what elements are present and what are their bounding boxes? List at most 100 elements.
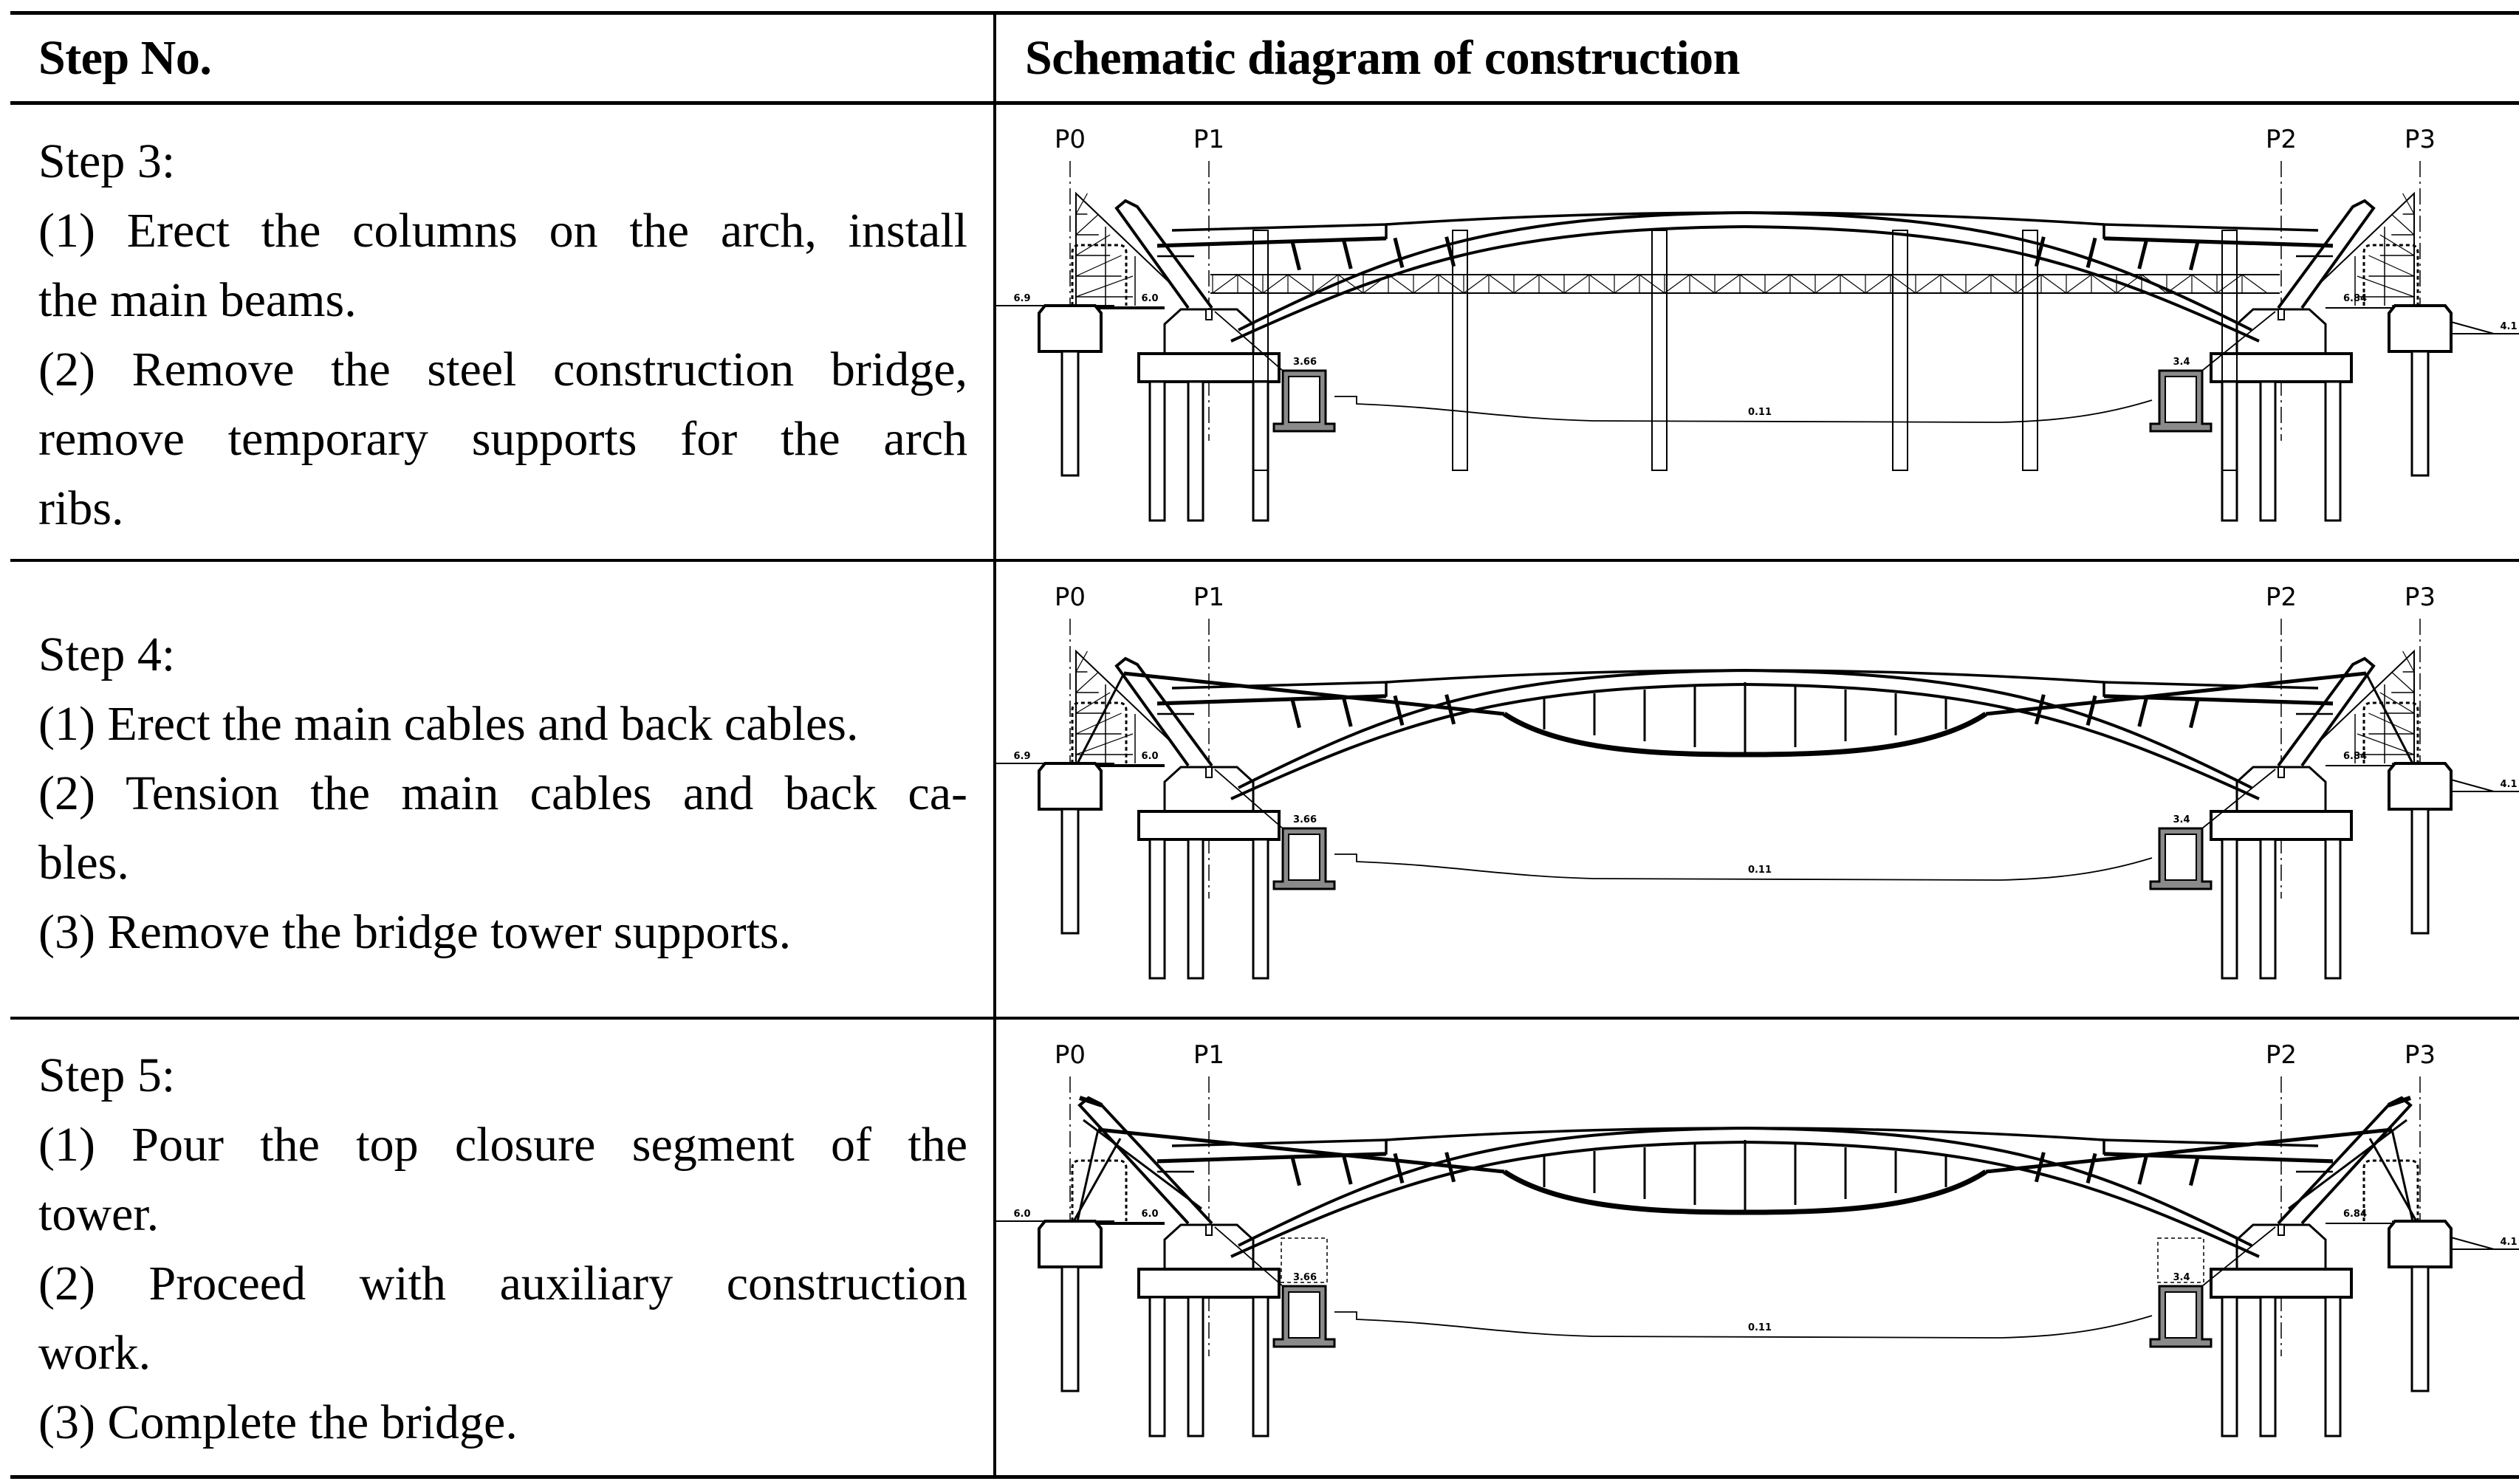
step-line: tower.: [38, 1187, 160, 1241]
side-span-beam-soffit: [1156, 238, 1387, 248]
side-span-beam-soffit: [2103, 238, 2334, 248]
arch-rib-lower: [1230, 224, 2260, 343]
elevation-label-left-platform: 6.0: [1141, 293, 1158, 304]
tie-line-right: [2201, 1226, 2276, 1287]
side-span-beam: [2102, 681, 2334, 704]
temporary-form-right: [2362, 244, 2419, 306]
scaffold-diagonal: [1075, 234, 1111, 256]
bored-pile: [2221, 838, 2238, 980]
bearing: [2278, 309, 2285, 320]
column-divider: [993, 13, 996, 1478]
trestle-diagonal: [1388, 274, 1414, 294]
bearing: [1205, 1224, 1213, 1236]
trestle-diagonal: [2191, 274, 2218, 294]
elevation-label-left-ground: 6.9: [1013, 293, 1030, 304]
main-deck: [1385, 669, 2105, 684]
trestle-diagonal: [1814, 274, 1841, 294]
back-cable: [1076, 673, 1125, 764]
spandrel-column: [1290, 697, 1301, 729]
trestle-diagonal: [2216, 274, 2243, 294]
header-step-no: Step No.: [38, 30, 212, 85]
elevation-label: 3.66: [1293, 814, 1317, 825]
temporary-form-left: [1071, 244, 1128, 306]
elevation-label: 3.66: [1293, 357, 1317, 368]
trestle-diagonal: [1865, 274, 1891, 294]
elevation-label-river: 0.11: [1748, 407, 1772, 418]
bored-pile: [2259, 380, 2277, 522]
stream-bed-line: [1334, 1311, 2153, 1339]
stream-bed-line: [1334, 853, 2153, 881]
side-span-beam: [2102, 223, 2334, 247]
culvert-opening: [1288, 1291, 1320, 1339]
trestle-diagonal: [1764, 274, 1791, 294]
spandrel-column: [1393, 1152, 1405, 1184]
main-cable-sag: [1503, 1169, 1987, 1215]
pile-cap: [2210, 1268, 2353, 1299]
culvert-opening: [2165, 1291, 2197, 1339]
trestle-diagonal: [1438, 274, 1464, 294]
side-span-beam: [1156, 223, 1388, 247]
bored-pile: [1148, 838, 1166, 980]
trestle-diagonal: [1237, 274, 1264, 294]
main-cable: [1123, 671, 1505, 716]
pier-label-p0: P0: [1055, 583, 1086, 612]
scaffold-diagonal: [2402, 650, 2415, 673]
trestle-diagonal: [2141, 274, 2167, 294]
step-5-description: Step 5: (1) Pour the top closure segment…: [38, 1041, 967, 1457]
abutment-cap: [1038, 762, 1103, 811]
tie-line-left: [1214, 311, 1284, 371]
step-title: Step 5:: [38, 1048, 176, 1102]
abutment-pile: [1060, 350, 1080, 477]
tie-line-right: [2201, 311, 2276, 371]
trestle-diagonal: [1212, 274, 1238, 294]
spandrel-column: [1290, 239, 1301, 271]
culvert-opening: [1288, 376, 1320, 423]
temporary-pier: [1651, 230, 1668, 471]
trestle-diagonal: [1413, 274, 1439, 294]
abutment-pile: [1060, 808, 1080, 935]
spandrel-column: [1341, 696, 1353, 727]
back-cable: [2365, 673, 2414, 764]
elevation-label-left-ground: 6.0: [1013, 1209, 1030, 1220]
scaffold-diagonal: [1075, 213, 1100, 236]
pier-label-p1: P1: [1193, 1040, 1224, 1070]
bored-pile: [2324, 1296, 2342, 1437]
bored-pile: [1187, 1296, 1204, 1437]
future-structure-outline: [1281, 1237, 1328, 1283]
temporary-form-left: [1071, 1159, 1128, 1221]
step-line: bles.: [38, 836, 129, 890]
trestle-diagonal: [1287, 274, 1314, 294]
spandrel-column: [2137, 1154, 2149, 1185]
spandrel-column: [2086, 1152, 2097, 1184]
trestle-diagonal: [1915, 274, 1941, 294]
tie-line-left: [1214, 769, 1284, 829]
culvert-opening: [2165, 376, 2197, 423]
trestle-diagonal: [2116, 274, 2142, 294]
side-span-beam: [2102, 1138, 2334, 1162]
header-schematic-diagram: Schematic diagram of construction: [1025, 30, 1740, 85]
inclined-tower: [1114, 199, 1213, 309]
trestle-diagonal: [1563, 274, 1590, 294]
elevation-label-right-ground: 4.1: [2500, 779, 2517, 790]
elevation-label-right-ground: 4.1: [2500, 1237, 2517, 1248]
arch-rib-upper: [1238, 1126, 2252, 1247]
pile-cap: [2210, 352, 2353, 383]
inclined-tower: [1114, 656, 1213, 767]
elevation-label-left-ground: 6.9: [1013, 751, 1030, 762]
tower-top-closure: [1079, 1096, 1103, 1107]
trestle-diagonal: [1588, 274, 1615, 294]
main-cable: [1985, 1127, 2393, 1174]
pier-label-p3: P3: [2405, 583, 2436, 612]
spandrel-column: [1393, 237, 1405, 269]
pile-cap: [1137, 1268, 1281, 1299]
scaffold-diagonal: [1075, 692, 1111, 714]
pier-label-p0: P0: [1055, 1040, 1086, 1070]
tower-back-leg: [2288, 1119, 2407, 1210]
spandrel-column: [1290, 1155, 1301, 1186]
trestle-diagonal: [2040, 274, 2067, 294]
abutment-cap: [2388, 304, 2453, 353]
inclined-tower: [2277, 199, 2376, 309]
step-line: (2) Remove the steel construction bridge…: [38, 343, 967, 396]
